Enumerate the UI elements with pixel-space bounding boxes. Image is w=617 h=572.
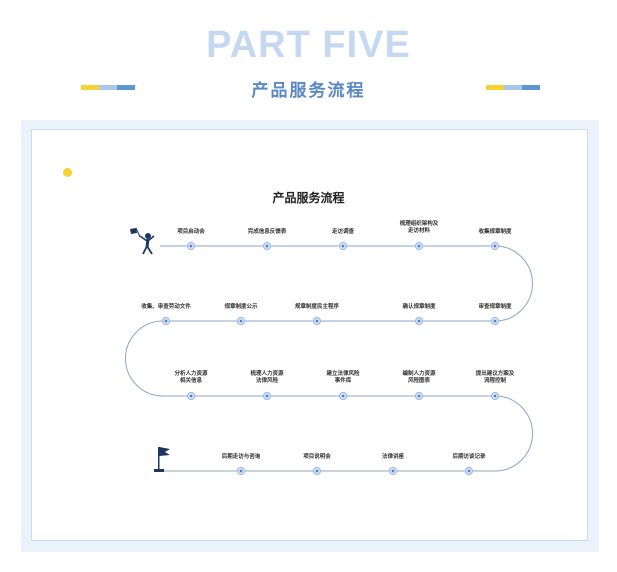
step-label: 收集规章制度 <box>478 228 512 235</box>
step-label: 后期走访与咨询 <box>221 453 261 460</box>
step-node-center <box>189 394 193 398</box>
left-decor-bar <box>81 85 135 90</box>
step-node-center <box>315 319 319 323</box>
step-label: 走访调查 <box>331 228 354 235</box>
right-decor-bar <box>486 85 540 90</box>
step-label: 规章制度民主程序 <box>294 303 339 310</box>
step-label: 建立法律风险 事件库 <box>326 371 360 385</box>
step-label: 项目启动会 <box>177 228 205 235</box>
step-node-center <box>315 469 319 473</box>
step-label: 收集、审查劳动文件 <box>141 303 191 310</box>
step-label: 分析人力资源 相关信息 <box>174 371 208 385</box>
step-label: 梳理人力资源 法律风险 <box>250 371 284 385</box>
flag-icon <box>154 447 170 472</box>
person-with-flag-icon <box>130 227 155 255</box>
step-node-center <box>189 244 193 248</box>
content-panel <box>31 129 588 541</box>
step-label: 规章制度公示 <box>224 303 258 310</box>
step-label: 法律讲座 <box>381 453 404 460</box>
flow-path <box>125 245 533 472</box>
step-node-center <box>493 244 497 248</box>
step-label: 后期访谈记录 <box>452 453 486 460</box>
yellow-dot-decoration <box>63 168 72 177</box>
step-node-center <box>417 319 421 323</box>
page-title: PART FIVE <box>206 24 411 66</box>
step-node-center <box>417 394 421 398</box>
step-node-center <box>493 394 497 398</box>
step-node-center <box>239 319 243 323</box>
step-node-center <box>467 469 471 473</box>
step-node-center <box>391 469 395 473</box>
step-label: 完成信息反馈表 <box>247 228 287 235</box>
step-label: 梳理组织架构及 走访材料 <box>399 221 439 235</box>
step-node-center <box>265 244 269 248</box>
step-node-center <box>239 469 243 473</box>
step-node-center <box>417 244 421 248</box>
step-label: 确认规章制度 <box>402 303 436 310</box>
step-node-center <box>265 394 269 398</box>
step-label: 提出建议方案及 流程控制 <box>475 371 515 385</box>
step-label: 项目说明会 <box>303 453 331 460</box>
step-node-center <box>493 319 497 323</box>
step-label: 审查规章制度 <box>478 303 512 310</box>
diagram-title: 产品服务流程 <box>272 191 345 205</box>
step-node-center <box>164 319 168 323</box>
page-subtitle: 产品服务流程 <box>251 81 366 100</box>
step-node-center <box>341 244 345 248</box>
step-node-center <box>341 394 345 398</box>
step-label: 编制人力资源 风险图表 <box>402 371 436 385</box>
